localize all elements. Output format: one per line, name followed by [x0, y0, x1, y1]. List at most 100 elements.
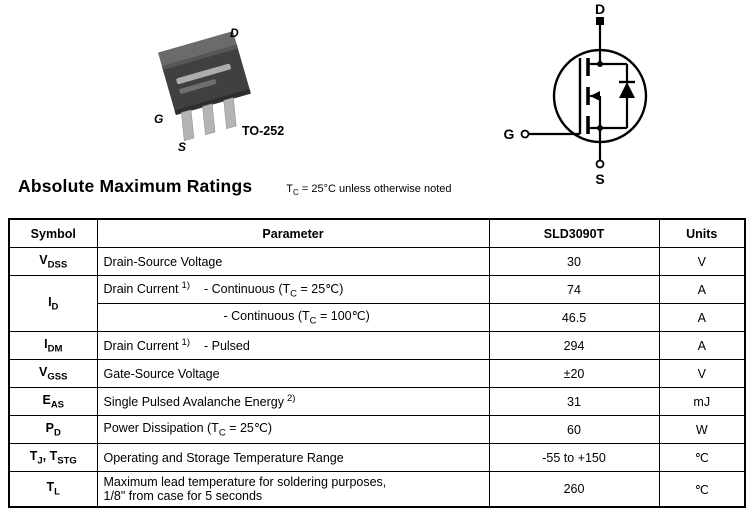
parameter-cell: Drain-Source Voltage [96, 247, 490, 276]
symbol-cell: VGSS [8, 359, 98, 388]
condition-note: TC = 25°C unless otherwise noted [286, 183, 451, 197]
value-cell: -55 to +150 [488, 443, 660, 472]
value-cell: 46.5 [488, 303, 660, 332]
text-run: 1/8" from case for 5 seconds [103, 489, 263, 503]
units-cell: A [658, 275, 746, 304]
units-cell: ℃ [658, 443, 746, 472]
text-run: - Continuous (T [223, 309, 310, 324]
package-lead [223, 97, 237, 130]
text-run: T [46, 480, 55, 495]
subscript: C [309, 315, 317, 327]
text-run: - Pulsed [203, 339, 250, 354]
header-part-number: SLD3090T [488, 218, 660, 248]
value-cell: 294 [488, 331, 660, 360]
package-lead [181, 109, 195, 142]
value-cell: 74 [488, 275, 660, 304]
subscript: C [290, 288, 298, 300]
text-run: , T [42, 448, 58, 463]
table-row: TJ, TSTG Operating and Storage Temperatur… [8, 443, 746, 472]
subscript: DM [47, 343, 63, 355]
subscript: DSS [47, 259, 68, 271]
package-lead [202, 103, 216, 136]
units-cell: ℃ [658, 471, 746, 508]
junction-dot [597, 61, 603, 67]
condition-subscript: C [293, 188, 299, 198]
package-pin-label-d: D [230, 26, 239, 40]
text-run: V [39, 252, 48, 267]
value-cell: 31 [488, 387, 660, 416]
symbol-cell: VDSS [8, 247, 98, 276]
package-name: TO-252 [242, 124, 285, 138]
units-cell: W [658, 415, 746, 444]
junction-dot [597, 125, 603, 131]
text-run: I [48, 294, 52, 309]
mosfet-symbol-drawing: D G S [504, 1, 648, 187]
package-tab [157, 31, 238, 69]
parameter-cell: Power Dissipation (TC = 25℃) [96, 415, 490, 444]
gate-label: G [504, 126, 515, 142]
units-cell: A [658, 331, 746, 360]
units-cell: mJ [658, 387, 746, 416]
symbol-cell: IDM [8, 331, 98, 360]
text-run: Power Dissipation (T [103, 421, 219, 436]
subscript: GSS [47, 371, 68, 383]
body-arrow [590, 91, 600, 101]
subscript: J [37, 455, 43, 467]
text-run: = 100℃) [316, 309, 370, 324]
subscript: D [51, 301, 59, 313]
text-run: Operating and Storage Temperature Range [103, 450, 344, 465]
symbol-cell: EAS [8, 387, 98, 416]
table-row: TL Maximum lead temperature for soldering… [8, 471, 746, 508]
drain-terminal [596, 17, 604, 25]
text-run: Gate-Source Voltage [103, 366, 220, 381]
text-run: = 25℃) [297, 281, 344, 296]
symbol-cell: TJ, TSTG [8, 443, 98, 472]
package-pin-label-s: S [178, 140, 187, 154]
text-run: T [29, 448, 38, 463]
section-heading-row: Absolute Maximum Ratings TC = 25°C unles… [18, 176, 742, 197]
text-run: - Continuous (T [203, 281, 291, 296]
source-label: S [595, 171, 604, 187]
value-cell: ±20 [488, 359, 660, 388]
parameter-cell: - Continuous (TC = 100℃) [96, 303, 490, 332]
subscript: AS [50, 399, 65, 411]
symbol-cell: PD [8, 415, 98, 444]
note-reference: 1) [181, 279, 190, 291]
parameter-cell: Operating and Storage Temperature Range [96, 443, 490, 472]
value-cell: 60 [488, 415, 660, 444]
source-terminal [595, 159, 605, 169]
header-units: Units [658, 218, 746, 248]
note-reference: 1) [181, 337, 190, 349]
drain-label: D [595, 2, 605, 17]
subscript: STG [57, 455, 77, 467]
subscript: D [53, 427, 61, 439]
text-run: E [42, 392, 51, 407]
mosfet-symbol-figure: D G S [493, 1, 721, 194]
text-run: V [39, 364, 48, 379]
text-run: Drain Current [103, 281, 179, 296]
subscript: C [218, 427, 226, 439]
package-marking-line [179, 79, 217, 94]
condition-text: = 25°C unless otherwise noted [298, 183, 452, 195]
note-reference: 2) [286, 393, 296, 405]
value-cell: 260 [488, 471, 660, 508]
symbol-cell: TL [8, 471, 98, 508]
text-run: P [45, 420, 54, 435]
package-drawing [157, 31, 251, 142]
condition-symbol: T [286, 183, 294, 195]
text-run: = 25℃) [225, 421, 273, 436]
text-run: Drain Current [103, 339, 179, 354]
text-run: Maximum lead temperature for soldering p… [103, 475, 387, 489]
section-title: Absolute Maximum Ratings [18, 176, 253, 196]
